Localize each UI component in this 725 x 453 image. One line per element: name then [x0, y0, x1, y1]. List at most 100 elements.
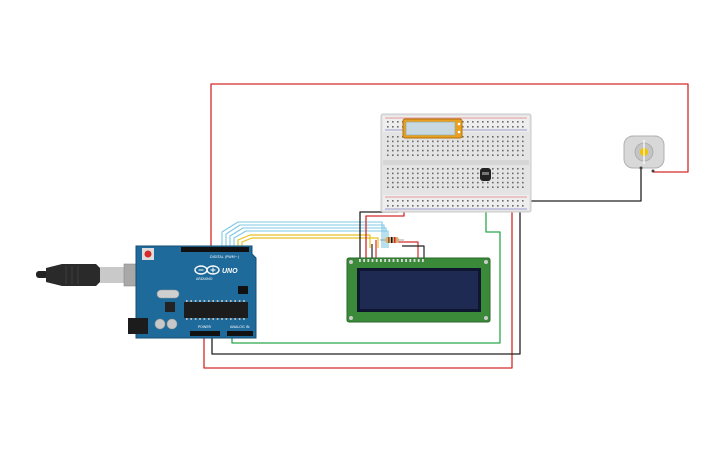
hole: [467, 186, 469, 188]
hole: [407, 140, 409, 143]
hole: [221, 300, 223, 302]
wire-red-backlight[interactable]: [398, 241, 419, 258]
analog-header[interactable]: [227, 331, 253, 336]
hole: [492, 168, 494, 170]
hole: [472, 145, 474, 147]
hole: [487, 145, 489, 147]
arduino-uno-board[interactable]: UNO DIGITAL (PWM~) ARDUINO POWER ANALOG …: [128, 245, 257, 339]
analog-label: ANALOG IN: [230, 325, 250, 329]
hole: [432, 200, 434, 202]
hole: [412, 145, 414, 147]
digital-header[interactable]: [181, 247, 249, 252]
hole: [522, 140, 524, 143]
hole: [482, 186, 484, 188]
hole: [230, 300, 232, 302]
hole: [507, 168, 509, 170]
hole: [402, 205, 404, 207]
wire-yellow-1[interactable]: [237, 234, 371, 248]
reset-button[interactable]: [142, 248, 154, 260]
hole: [467, 205, 469, 207]
power-header[interactable]: [190, 331, 220, 336]
hole: [401, 259, 403, 262]
hole: [437, 177, 439, 179]
hole: [208, 300, 210, 302]
motor-icon[interactable]: [623, 135, 665, 173]
hole: [492, 140, 494, 143]
hole: [442, 177, 444, 179]
hole: [497, 126, 499, 128]
hole: [397, 181, 399, 184]
hole: [190, 300, 192, 302]
hole: [507, 200, 509, 202]
hole: [371, 259, 374, 262]
lcd-screen: [360, 271, 478, 309]
hole: [392, 149, 394, 152]
hole: [467, 200, 469, 202]
hole: [412, 200, 414, 202]
hole: [402, 140, 404, 143]
hole: [412, 177, 414, 179]
hole: [492, 181, 494, 184]
hole: [412, 168, 414, 170]
hole: [477, 205, 479, 207]
lcd-display[interactable]: [346, 257, 491, 323]
hole: [462, 186, 464, 188]
hole: [194, 300, 197, 302]
hole: [472, 200, 474, 202]
hole: [477, 121, 479, 123]
hole: [497, 154, 499, 156]
usb-cable-icon[interactable]: [36, 263, 147, 287]
wire-black-motor[interactable]: [520, 168, 642, 202]
hole: [482, 140, 484, 143]
hole: [412, 149, 414, 152]
hole: [467, 177, 469, 179]
hole: [462, 149, 464, 152]
hole: [387, 154, 389, 156]
wire-black-bottom[interactable]: [211, 206, 521, 355]
wire-yellow-2[interactable]: [241, 237, 379, 248]
hole: [412, 140, 414, 143]
hole: [457, 181, 459, 184]
hole: [392, 126, 394, 128]
wire-cyan-2[interactable]: [225, 224, 385, 248]
hole: [457, 205, 459, 207]
hole: [477, 177, 479, 179]
hole: [412, 181, 414, 184]
hole: [216, 300, 219, 302]
hole: [502, 168, 504, 170]
hole: [517, 168, 519, 170]
hole: [387, 181, 389, 184]
resistor-icon[interactable]: [380, 237, 404, 243]
wire-red-bottom[interactable]: [203, 206, 513, 369]
hole: [384, 259, 386, 262]
hole: [517, 154, 519, 156]
hole: [522, 181, 524, 184]
wire-black-backlight[interactable]: [402, 245, 425, 258]
hole: [517, 145, 519, 147]
hole: [472, 177, 474, 179]
hole: [442, 154, 444, 156]
hole: [517, 126, 519, 128]
temperature-sensor-icon[interactable]: [480, 168, 491, 181]
hole: [432, 140, 434, 143]
hole: [507, 181, 509, 184]
hole: [467, 149, 469, 152]
hole: [522, 172, 524, 175]
wire-cyan-3[interactable]: [229, 227, 387, 248]
hole: [417, 145, 419, 147]
wire-cyan-4[interactable]: [233, 230, 389, 248]
wire-green-analog[interactable]: [231, 184, 501, 344]
hole: [472, 126, 474, 128]
hole: [452, 154, 454, 156]
wire-red-top-loop[interactable]: [210, 83, 689, 246]
hole: [442, 140, 444, 143]
hole: [234, 318, 236, 320]
hole: [397, 172, 399, 175]
hole: [417, 154, 419, 156]
hole: [487, 154, 489, 156]
potentiometer-icon[interactable]: [402, 118, 463, 139]
hole: [497, 172, 499, 175]
hole: [487, 126, 489, 128]
hole: [477, 186, 479, 188]
hole: [199, 300, 201, 302]
